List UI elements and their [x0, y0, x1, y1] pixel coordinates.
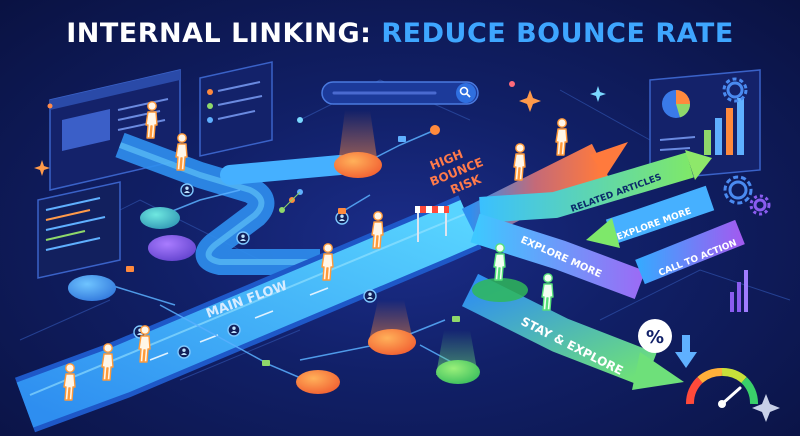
beam	[338, 110, 378, 165]
nodes	[68, 152, 528, 394]
gauge-icon	[686, 368, 758, 408]
arrow-markers	[126, 136, 460, 366]
page-title: INTERNAL LINKING: REDUCE BOUNCE RATE	[0, 18, 800, 49]
stay-explore-path	[461, 273, 684, 390]
title-part-1: INTERNAL LINKING:	[66, 18, 382, 49]
search-icon	[459, 86, 471, 98]
node-dot	[430, 125, 440, 135]
search-bar[interactable]	[321, 81, 479, 105]
percent-symbol: %	[646, 327, 664, 348]
high-bounce-risk-label: HIGH BOUNCE RISK	[428, 147, 485, 197]
barrier-icon	[415, 206, 449, 242]
sparkle-icon	[34, 81, 780, 422]
bar-chart-icon	[704, 98, 744, 155]
small-bar-chart-icon	[730, 270, 748, 312]
call-to-action-path	[635, 219, 745, 285]
gear-icon	[722, 77, 771, 216]
title-part-2: REDUCE BOUNCE RATE	[381, 18, 734, 49]
upper-path	[115, 132, 350, 275]
scatter-dots	[279, 189, 303, 213]
explore-more-path-right	[586, 185, 715, 248]
down-arrow-icon	[675, 335, 697, 368]
explore-more-path-center	[470, 213, 646, 300]
percent-badge: %	[638, 319, 672, 353]
browser-window-left	[37, 61, 273, 279]
pie-chart-icon	[662, 90, 690, 118]
related-articles-path	[479, 150, 712, 223]
